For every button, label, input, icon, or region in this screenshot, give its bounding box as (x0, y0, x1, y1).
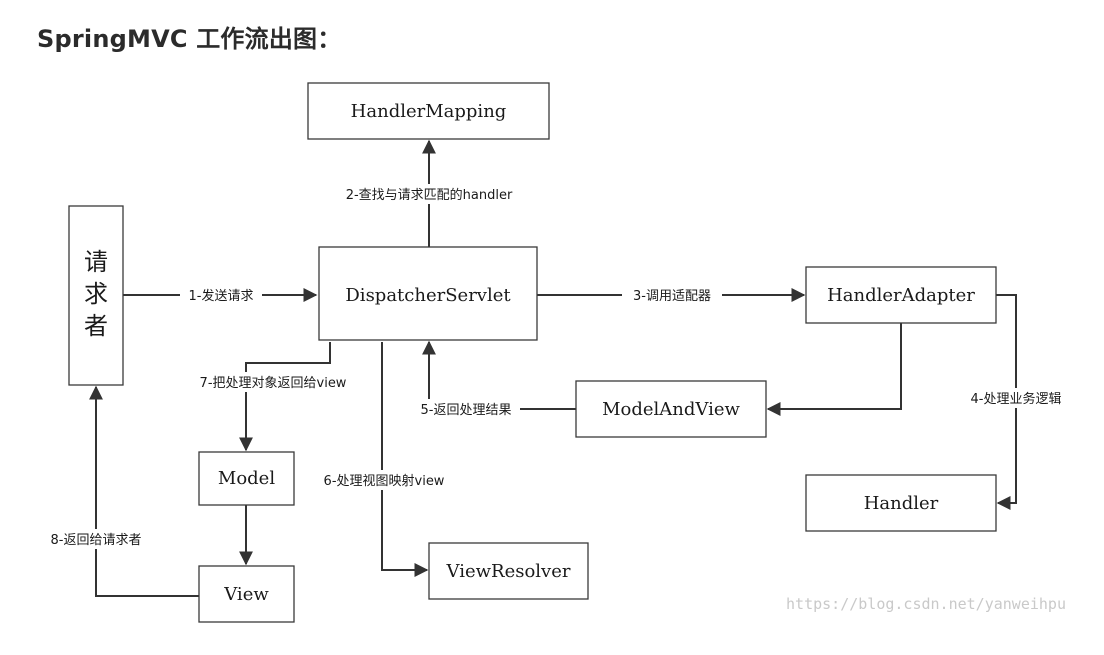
node-viewresolver-label: ViewResolver (446, 561, 571, 582)
edge-adapter-to-modelandview (766, 323, 902, 416)
node-view-box (198, 565, 295, 623)
node-handlermapping-label: HandlerMapping (351, 101, 507, 122)
node-handleradapter-box (805, 266, 997, 324)
watermark-text: https://blog.csdn.net/yanweihpu (786, 595, 1066, 613)
edge-step5-label: 5-返回处理结果 (421, 403, 512, 418)
node-dispatcherservlet-label: DispatcherServlet (345, 285, 511, 306)
edge-step6 (381, 342, 429, 577)
node-handler-label: Handler (864, 493, 939, 514)
node-viewresolver-box (428, 542, 589, 600)
edge-step7 (239, 342, 331, 452)
node-view-label: View (223, 584, 269, 605)
node-requester-char-1: 请 (84, 248, 108, 276)
edge-step7-label: 7-把处理对象返回给view (200, 376, 347, 391)
node-requester-char-3: 者 (84, 312, 108, 340)
node-dispatcherservlet-box (318, 246, 538, 341)
edge-step6-label: 6-处理视图映射view (324, 473, 445, 489)
node-model-label: Model (218, 468, 275, 489)
edge-step2-label: 2-查找与请求匹配的handler (346, 187, 513, 203)
edge-step4-label: 4-处理业务逻辑 (971, 391, 1062, 407)
node-requester-char-2: 求 (84, 280, 108, 308)
node-modelandview-label: ModelAndView (602, 399, 740, 420)
node-requester-box (68, 205, 124, 386)
node-handlermapping-box (307, 82, 550, 140)
node-handleradapter-label: HandlerAdapter (827, 285, 975, 306)
diagram-title: SpringMVC 工作流出图： (37, 25, 342, 53)
edge-step3-label: 3-调用适配器 (633, 289, 711, 304)
node-handler-box (805, 474, 997, 532)
edge-step1-label: 1-发送请求 (189, 288, 254, 304)
edge-step5 (422, 340, 576, 410)
edge-step8 (89, 385, 199, 597)
node-modelandview-box (575, 380, 767, 438)
edge-step8-label: 8-返回给请求者 (51, 533, 142, 548)
node-model-box (198, 451, 295, 506)
